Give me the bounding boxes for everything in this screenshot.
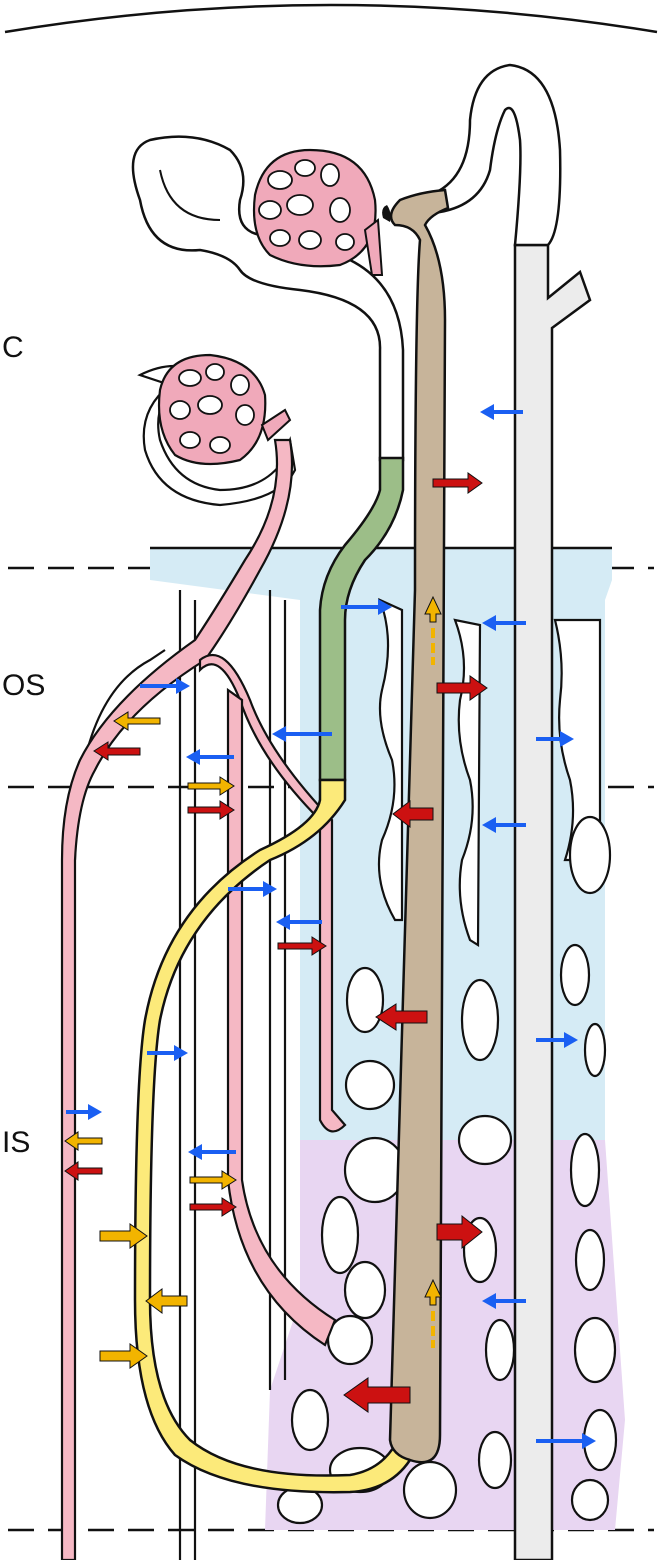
connecting-tubule <box>430 65 560 245</box>
sodium-flux-arrow-icon <box>190 1198 236 1216</box>
zone-label-cortex: C <box>2 331 24 364</box>
efferent-arteriole-vessel <box>62 440 292 1560</box>
glomerulus-upper <box>254 150 382 275</box>
water-flux-arrow-icon <box>186 749 234 765</box>
zone-label-inner-stripe: IS <box>2 1126 30 1159</box>
glomerulus-lower <box>159 355 290 464</box>
kidney-capsule-outline <box>5 5 657 32</box>
zone-label-outer-stripe: OS <box>2 669 45 702</box>
